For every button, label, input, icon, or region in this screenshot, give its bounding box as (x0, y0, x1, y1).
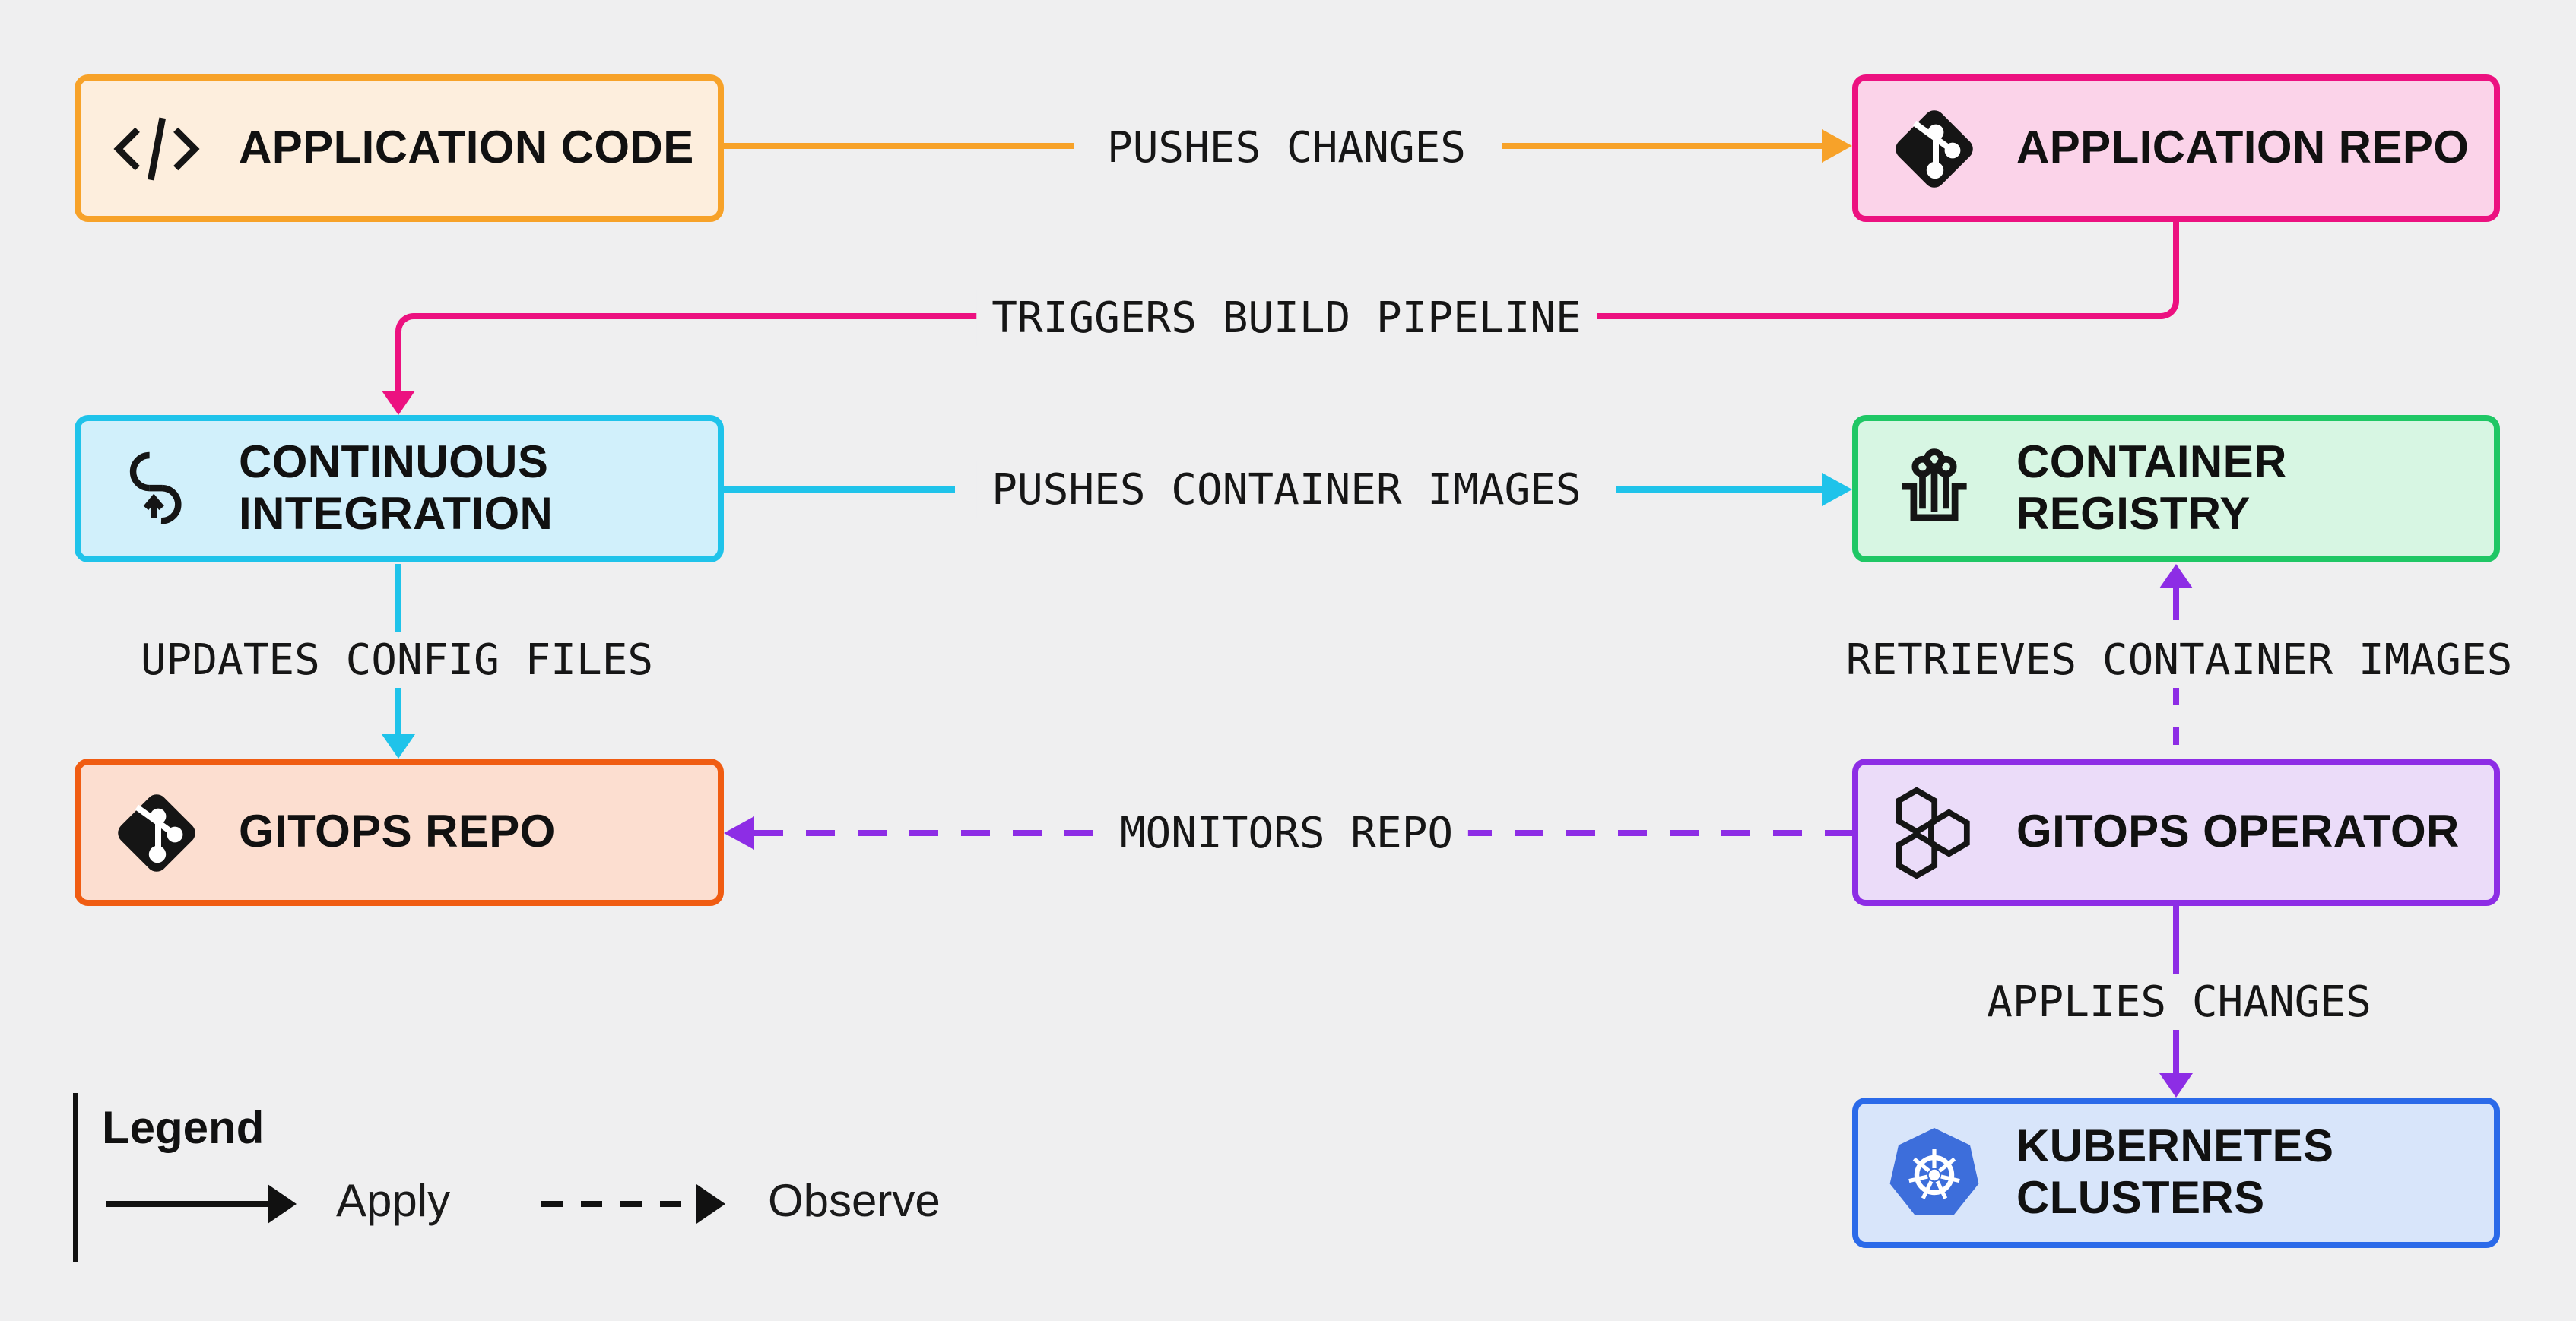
node-title: CONTAINER REGISTRY (2016, 437, 2287, 539)
git-icon (1886, 95, 1983, 201)
node-continuous-integration: CONTINUOUS INTEGRATION (75, 415, 724, 562)
arrowhead-right (1822, 472, 1852, 505)
arrowhead-up (2159, 564, 2193, 588)
legend-divider (73, 1093, 78, 1262)
node-title: CONTINUOUS INTEGRATION (239, 437, 554, 539)
node-title: GITOPS OPERATOR (2016, 806, 2460, 857)
arrowhead-right (1822, 128, 1852, 162)
code-icon (108, 95, 205, 201)
ci-loop-icon (108, 436, 205, 542)
node-title: APPLICATION CODE (239, 122, 694, 173)
kubernetes-icon (1886, 1120, 1983, 1226)
legend-title: Legend (102, 1104, 265, 1154)
node-gitops-operator: GITOPS OPERATOR (1852, 759, 2500, 906)
edge-label-updates-config-files: UPDATES CONFIG FILES (125, 632, 669, 688)
node-application-code: APPLICATION CODE (75, 74, 724, 222)
edge-label-pushes-changes: PUSHES CHANGES (1091, 119, 1482, 176)
node-gitops-repo: GITOPS REPO (75, 759, 724, 906)
arrowhead-down (2159, 1073, 2193, 1098)
hexagons-icon (1886, 779, 1983, 885)
arrowhead-down (382, 391, 415, 415)
node-container-registry: CONTAINER REGISTRY (1852, 415, 2500, 562)
registry-icon (1886, 436, 1983, 542)
legend-apply-label: Apply (336, 1177, 451, 1227)
node-title: GITOPS REPO (239, 806, 556, 857)
edge-label-triggers-build-pipeline: TRIGGERS BUILD PIPELINE (976, 290, 1597, 346)
legend-solid-line (106, 1201, 268, 1207)
legend-dashed-line (541, 1201, 693, 1207)
node-title: KUBERNETES CLUSTERS (2016, 1121, 2334, 1223)
arrowhead-down (382, 734, 415, 759)
node-title: APPLICATION REPO (2016, 122, 2470, 173)
arrowhead-left (724, 816, 754, 849)
edge-label-applies-changes: APPLIES CHANGES (1972, 974, 2387, 1030)
node-application-repo: APPLICATION REPO (1852, 74, 2500, 222)
edge-label-pushes-container-images: PUSHES CONTAINER IMAGES (976, 461, 1597, 517)
legend-solid-arrowhead (268, 1184, 297, 1224)
git-icon (108, 779, 205, 885)
node-kubernetes-clusters: KUBERNETES CLUSTERS (1852, 1098, 2500, 1248)
legend-observe-label: Observe (768, 1177, 941, 1227)
edge-label-retrieves-container-images: RETRIEVES CONTAINER IMAGES (1830, 632, 2528, 688)
edge-label-monitors-repo: MONITORS REPO (1104, 804, 1469, 860)
legend-dashed-arrowhead (696, 1184, 725, 1224)
